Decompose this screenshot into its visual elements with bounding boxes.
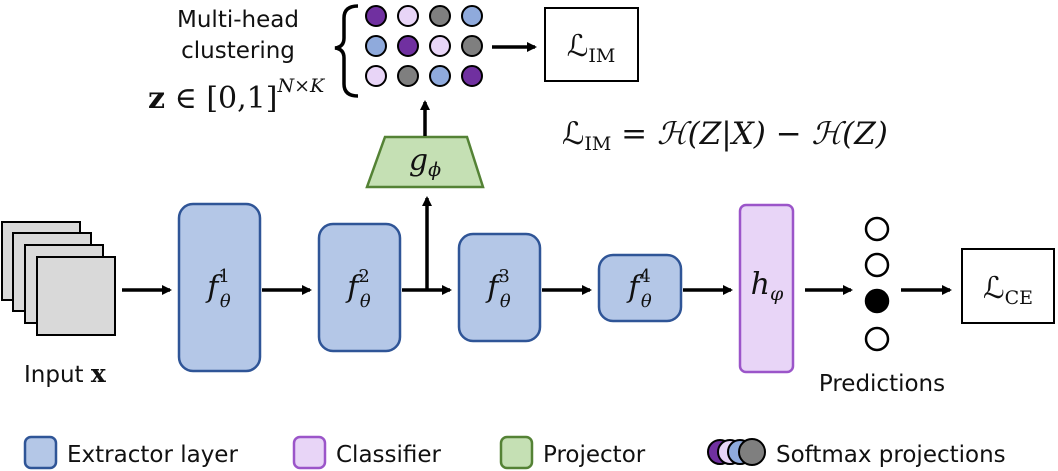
legend-extractor-swatch (23, 435, 58, 470)
prediction-node (864, 216, 890, 242)
extractor-layer-1 (177, 202, 262, 373)
curly-brace (334, 4, 359, 98)
softmax-dot-grid (365, 5, 483, 87)
loss-im-text: ℒIM (567, 29, 616, 67)
legend-projector-swatch (499, 435, 534, 470)
z-definition: z ∈ [0,1]N×K (148, 75, 326, 116)
legend-classifier-label: Classifier (336, 442, 442, 468)
extractor-layer-3 (457, 232, 542, 343)
prediction-nodes (864, 216, 890, 352)
softmax-dot (429, 5, 451, 27)
projector-label: gϕ (409, 143, 441, 181)
im-loss-equation: ℒIM = ℋ(Z|X) − ℋ(Z) (562, 116, 888, 155)
prediction-node-active (864, 288, 890, 314)
legend-projector-label: Projector (543, 442, 646, 468)
softmax-dot (397, 5, 419, 27)
predictions-label: Predictions (819, 371, 945, 397)
prediction-node (864, 252, 890, 278)
softmax-dot (429, 65, 451, 87)
input-label: Input x (24, 359, 107, 388)
legend-extractor-label: Extractor layer (67, 442, 238, 468)
softmax-dot (365, 65, 387, 87)
prediction-node (864, 326, 890, 352)
softmax-dot (365, 35, 387, 57)
projector-trapezoid (365, 135, 485, 189)
legend: Extractor layer Classifier Projector Sof… (23, 435, 1006, 470)
softmax-dot (429, 35, 451, 57)
softmax-dot (397, 65, 419, 87)
legend-classifier-swatch (292, 435, 327, 470)
softmax-dot (461, 65, 483, 87)
loss-ce-text: ℒCE (983, 271, 1033, 309)
loss-im-box (544, 7, 639, 82)
softmax-dot (461, 35, 483, 57)
legend-softmax-swatch (707, 438, 766, 466)
extractor-layer-4 (597, 253, 683, 323)
extractor-layer-2 (317, 222, 402, 353)
softmax-dot (461, 5, 483, 27)
softmax-dot (397, 35, 419, 57)
classifier-layer (738, 203, 795, 374)
softmax-dot (365, 5, 387, 27)
input-image-stack (1, 221, 116, 336)
legend-softmax-label: Softmax projections (776, 442, 1006, 468)
multi-head-label-line1: Multi-head (177, 7, 299, 33)
classifier-label: hφ (751, 267, 784, 305)
multi-head-label-line2: clustering (181, 38, 295, 64)
loss-ce-box (961, 248, 1055, 324)
